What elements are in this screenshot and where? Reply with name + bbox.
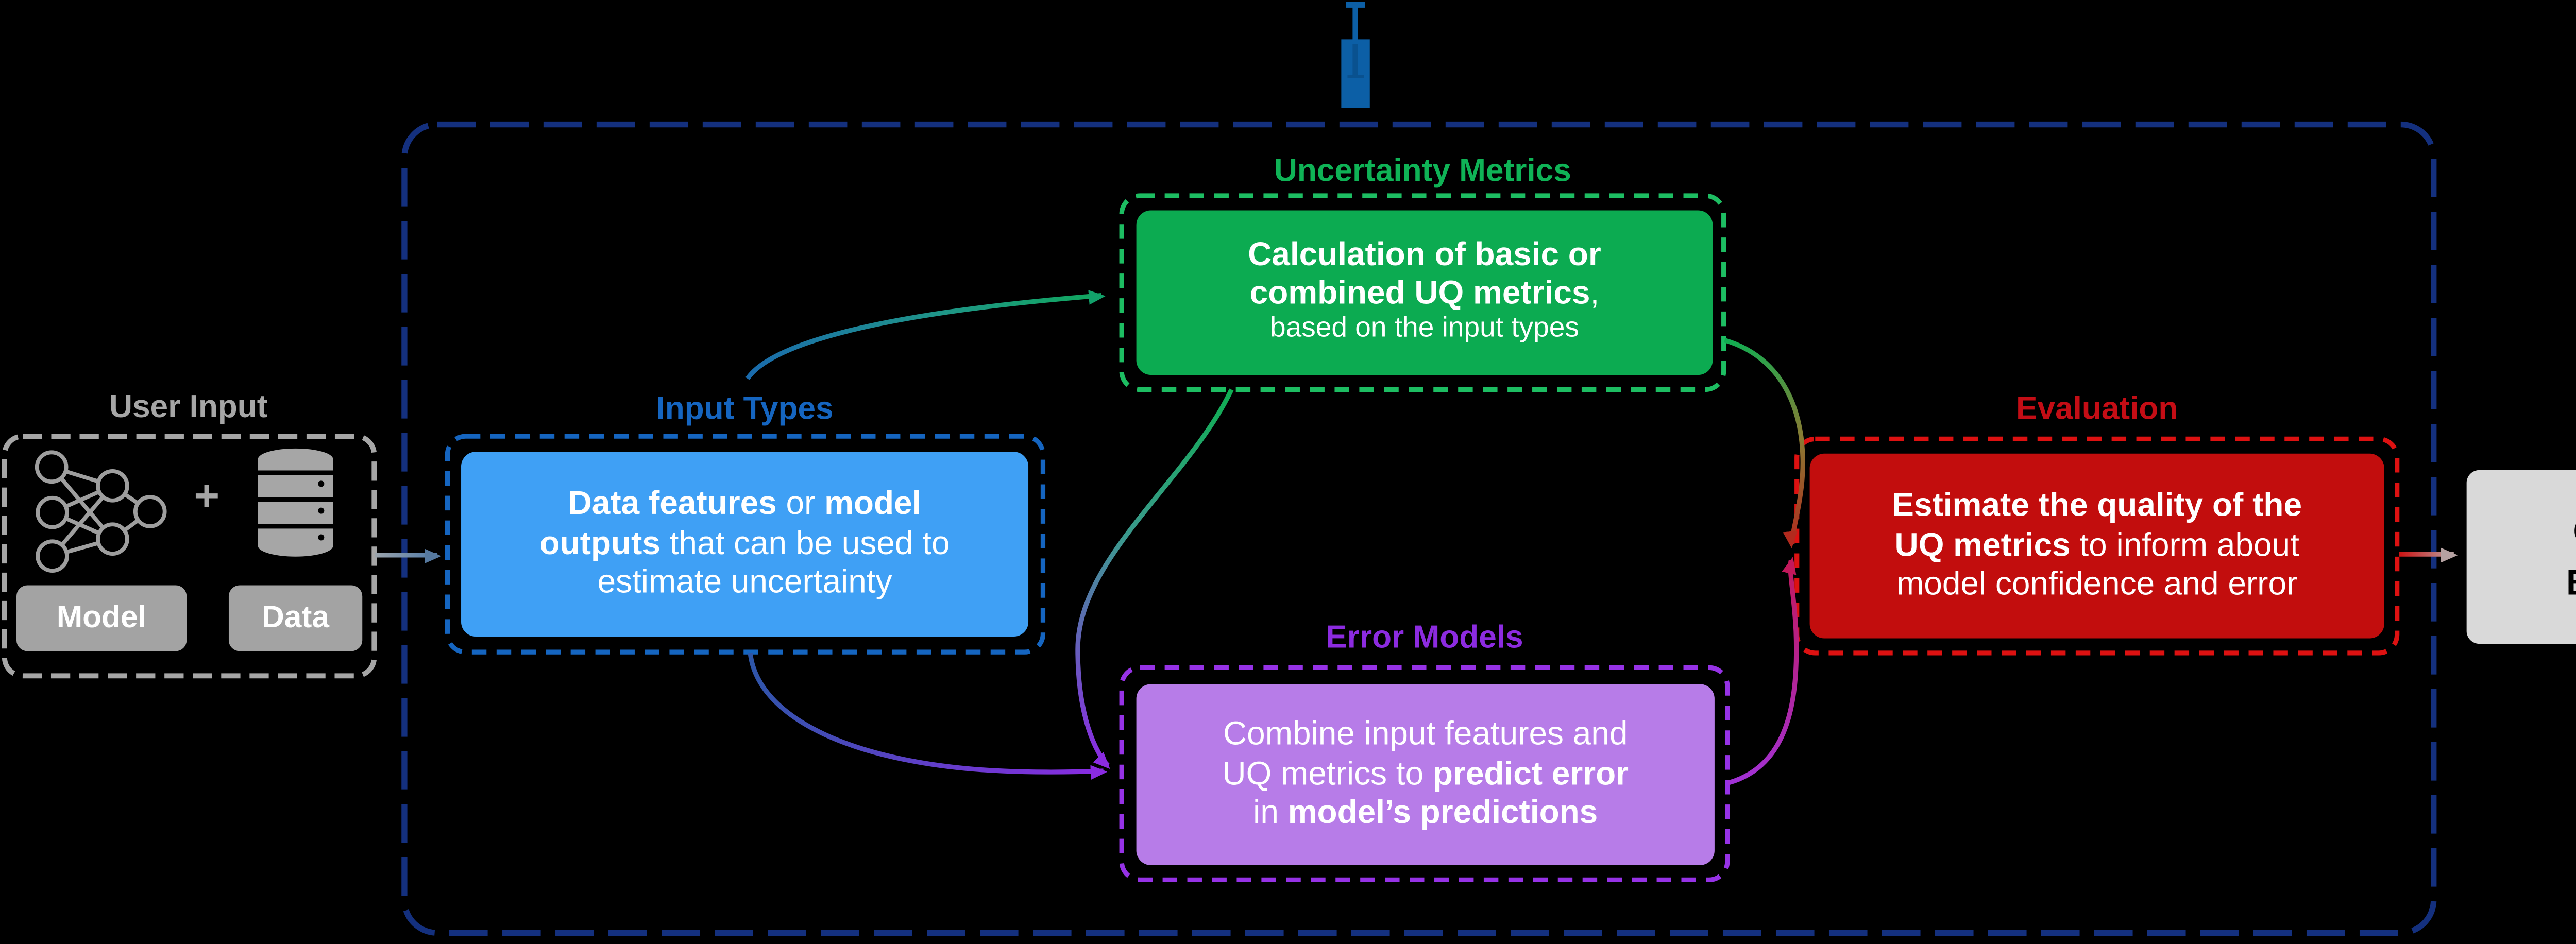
uncertainty-text-line1: Calculation of basic or (1248, 236, 1601, 273)
plus-sign: + (194, 472, 220, 522)
error-models-label: Error Models (1326, 618, 1523, 655)
output-text-line1: Output UQ (2573, 506, 2576, 557)
arrow-errormodels-to-evaluation (1727, 561, 1799, 785)
input-types-text-line2: outputs that can be used to (539, 524, 950, 561)
input-types-box: Data features or model outputs that can … (461, 452, 1029, 637)
evaluation-box: Estimate the quality of the UQ metrics t… (1809, 453, 2384, 639)
error-models-box: Combine input features and UQ metrics to… (1136, 684, 1715, 865)
data-chip: Data (228, 585, 363, 651)
evaluation-label: Evaluation (2016, 388, 2178, 425)
arrow-inputtypes-to-errormodels (748, 653, 1103, 772)
output-benchmark-box: Output UQ Benchmark (2466, 470, 2576, 644)
plunger-icon (1341, 2, 1370, 108)
evaluation-text-line2: UQ metrics to inform about (1894, 526, 2299, 563)
error-models-text-line3: in model’s predictions (1253, 794, 1598, 831)
uncertainty-metrics-box: Calculation of basic or combined UQ metr… (1136, 210, 1713, 375)
user-input-label: User Input (109, 387, 268, 424)
arrow-uncertainty-to-evaluation (1724, 338, 1805, 544)
error-models-text-line1: Combine input features and (1223, 715, 1628, 752)
model-chip: Model (16, 585, 187, 651)
input-types-label: Input Types (656, 388, 834, 425)
input-types-text-line1: Data features or model (568, 485, 922, 522)
database-icon (256, 448, 335, 557)
evaluation-text-line3: model confidence and error (1896, 565, 2298, 603)
uncertainty-metrics-label: Uncertainty Metrics (1274, 151, 1571, 188)
output-text-line2: Benchmark (2566, 557, 2576, 608)
arrow-inputtypes-to-uncertainty (745, 296, 1101, 380)
uncertainty-text-line3: based on the input types (1270, 313, 1579, 345)
evaluation-text-line1: Estimate the quality of the (1892, 487, 2302, 524)
error-models-text-line2: UQ metrics to predict error (1222, 754, 1629, 792)
input-types-text-line3: estimate uncertainty (597, 563, 892, 600)
uncertainty-text-line2: combined UQ metrics, (1249, 273, 1600, 311)
neural-network-icon (35, 450, 167, 573)
